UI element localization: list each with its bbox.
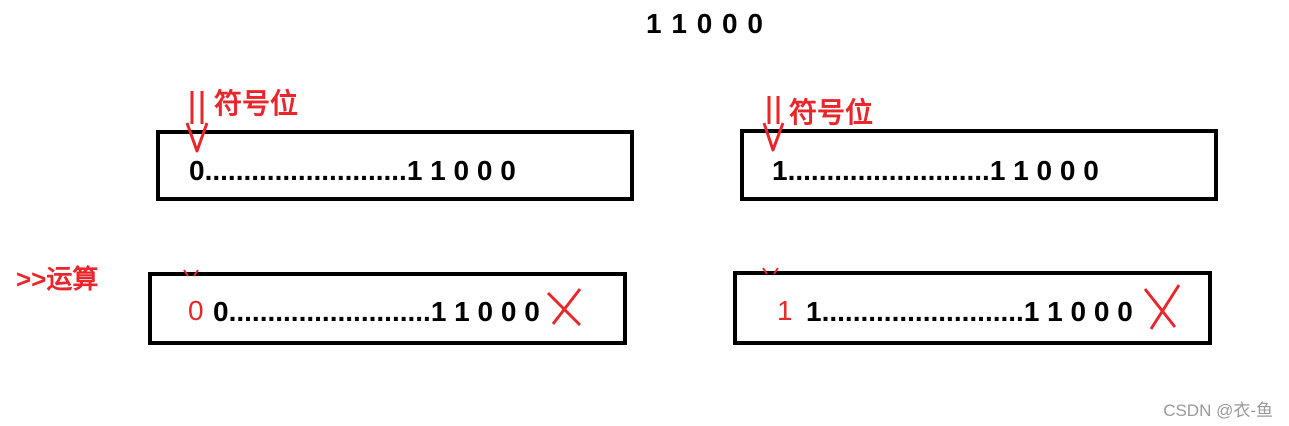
- negative-fill-bit: 1: [777, 295, 793, 326]
- sign-bit-label-right: 符号位: [789, 97, 874, 128]
- negative-shifted-box: 1 1..........................1 1 0 0 0: [733, 271, 1212, 345]
- positive-bits: 0..........................1 1 0 0 0: [189, 155, 516, 186]
- negative-number-box: 1..........................1 1 0 0 0: [740, 129, 1218, 201]
- shift-operation-label: >>运算: [16, 264, 99, 294]
- watermark: CSDN @衣-鱼: [1163, 401, 1273, 420]
- negative-bits: 1..........................1 1 0 0 0: [772, 155, 1099, 186]
- positive-shifted-box: 0 0..........................1 1 0 0 0: [148, 272, 627, 345]
- positive-fill-bit: 0: [188, 295, 204, 326]
- top-binary-value: 1 1 0 0 0: [646, 8, 764, 39]
- positive-number-box: 0..........................1 1 0 0 0: [156, 130, 634, 201]
- sign-bit-label-left: 符号位: [214, 88, 299, 119]
- negative-shifted-bits: 1..........................1 1 0 0 0: [806, 296, 1133, 327]
- positive-shifted-bits: 0..........................1 1 0 0 0: [213, 296, 540, 327]
